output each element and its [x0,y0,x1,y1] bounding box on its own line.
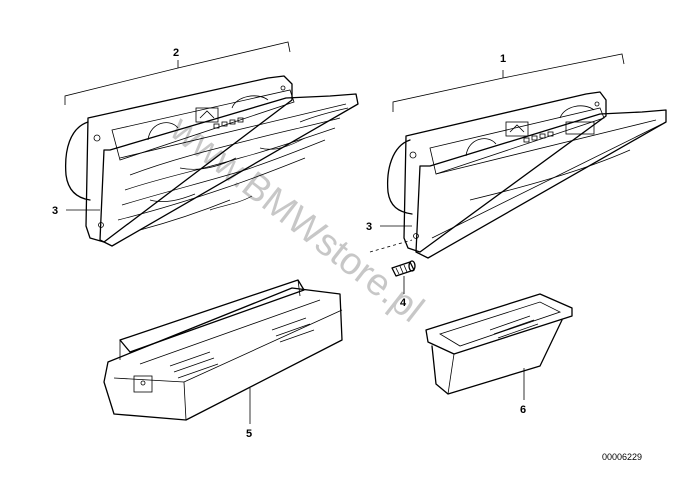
callout-1: 1 [500,53,506,65]
callout-5: 5 [246,428,252,440]
tray-insert-part [103,279,343,421]
ashtray-box-part [425,293,573,395]
callout-2: 2 [173,47,179,59]
ashtray-assembly-wood [64,41,359,247]
callout-4: 4 [400,297,407,309]
callout-3-left: 3 [52,205,58,217]
callout-6: 6 [520,404,526,416]
screw-part [369,239,416,277]
part-number: 00006229 [602,452,642,462]
bracket-assembly-1 [392,53,625,112]
callout-3-right: 3 [366,221,372,233]
ashtray-assembly-plain [386,53,667,259]
callout-leaders [66,209,525,424]
